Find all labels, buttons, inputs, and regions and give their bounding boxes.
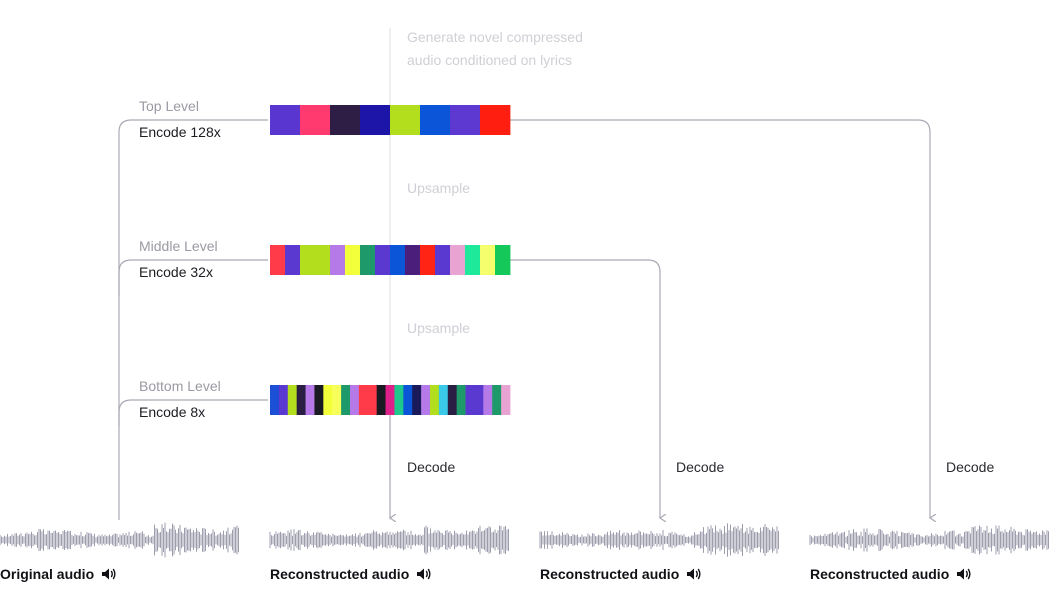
reconstructed-audio-label-3[interactable]: Reconstructed audio (810, 566, 972, 582)
token-1-15 (495, 245, 511, 275)
waveform-reconstructed-top[interactable] (809, 525, 1049, 555)
token-1-0 (270, 245, 286, 275)
token-2-12 (376, 385, 386, 415)
token-1-1 (285, 245, 301, 275)
audio-label-text: Reconstructed audio (810, 566, 950, 582)
waveform-reconstructed-bottom[interactable] (269, 525, 509, 555)
generate-annotation: Generate novel compressed audio conditio… (407, 26, 583, 72)
token-0-6 (450, 105, 481, 135)
reconstructed-audio-label-1[interactable]: Reconstructed audio (270, 566, 432, 582)
token-2-14 (394, 385, 404, 415)
token-2-16 (412, 385, 422, 415)
token-2-11 (367, 385, 378, 415)
token-1-11 (435, 245, 451, 275)
token-2-25 (492, 385, 502, 415)
bottom-level-label: Bottom Level (139, 378, 221, 394)
token-2-9 (350, 385, 360, 415)
token-2-3 (296, 385, 306, 415)
encode-connector-top (118, 119, 268, 520)
token-2-20 (447, 385, 458, 415)
token-1-8 (390, 245, 406, 275)
token-2-18 (430, 385, 440, 415)
token-2-2 (287, 385, 298, 415)
original-audio-label[interactable]: Original audio (0, 566, 117, 582)
token-1-9 (405, 245, 421, 275)
token-1-4 (330, 245, 346, 275)
decode-label-top: Decode (946, 459, 995, 475)
audio-label-text: Reconstructed audio (270, 566, 410, 582)
waveform-original[interactable] (0, 522, 239, 558)
token-2-1 (278, 385, 289, 415)
token-1-12 (450, 245, 466, 275)
generate-annotation-line2: audio conditioned on lyrics (407, 52, 572, 68)
token-2-4 (305, 385, 315, 415)
token-0-1 (300, 105, 331, 135)
token-2-15 (403, 385, 413, 415)
token-2-13 (385, 385, 395, 415)
token-2-7 (332, 385, 342, 415)
token-2-19 (438, 385, 449, 415)
speaker-icon[interactable] (956, 567, 972, 581)
token-2-8 (341, 385, 351, 415)
token-1-14 (480, 245, 496, 275)
token-1-5 (345, 245, 361, 275)
token-2-6 (323, 385, 333, 415)
decode-label-bottom: Decode (407, 459, 456, 475)
token-1-13 (465, 245, 481, 275)
token-strip-middle (270, 245, 511, 275)
speaker-icon[interactable] (101, 567, 117, 581)
audio-label-text: Original audio (0, 566, 95, 582)
token-0-2 (330, 105, 361, 135)
token-1-10 (420, 245, 436, 275)
audio-label-text: Reconstructed audio (540, 566, 680, 582)
token-1-3 (315, 245, 331, 275)
token-2-21 (456, 385, 466, 415)
token-2-0 (270, 385, 280, 415)
token-2-10 (358, 385, 369, 415)
middle-level-label: Middle Level (139, 238, 218, 254)
token-0-7 (480, 105, 511, 135)
decode-arrow-middle (510, 259, 660, 518)
top-level-label: Top Level (139, 98, 199, 114)
token-0-0 (270, 105, 301, 135)
token-0-5 (420, 105, 451, 135)
token-strip-top (270, 105, 511, 135)
token-2-23 (474, 385, 484, 415)
decode-label-middle: Decode (676, 459, 725, 475)
token-2-26 (501, 385, 511, 415)
speaker-icon[interactable] (416, 567, 432, 581)
decode-arrow-top (510, 119, 930, 518)
token-2-5 (314, 385, 324, 415)
token-1-6 (360, 245, 376, 275)
bottom-level-encode-label: Encode 8x (139, 404, 206, 420)
token-2-24 (483, 385, 493, 415)
token-0-4 (390, 105, 421, 135)
token-1-7 (375, 245, 391, 275)
token-0-3 (360, 105, 391, 135)
encode-connector-bottom (118, 399, 268, 426)
reconstructed-audio-label-2[interactable]: Reconstructed audio (540, 566, 702, 582)
token-strip-bottom (270, 385, 511, 415)
token-2-22 (465, 385, 475, 415)
upsample-label-1: Upsample (407, 180, 471, 196)
generate-annotation-line1: Generate novel compressed (407, 29, 583, 45)
top-level-encode-label: Encode 128x (139, 124, 221, 140)
token-2-17 (421, 385, 431, 415)
token-1-2 (300, 245, 316, 275)
speaker-icon[interactable] (686, 567, 702, 581)
waveform-reconstructed-middle[interactable] (539, 523, 779, 557)
encode-connector-middle (118, 259, 268, 296)
middle-level-encode-label: Encode 32x (139, 264, 213, 280)
upsample-label-2: Upsample (407, 320, 471, 336)
